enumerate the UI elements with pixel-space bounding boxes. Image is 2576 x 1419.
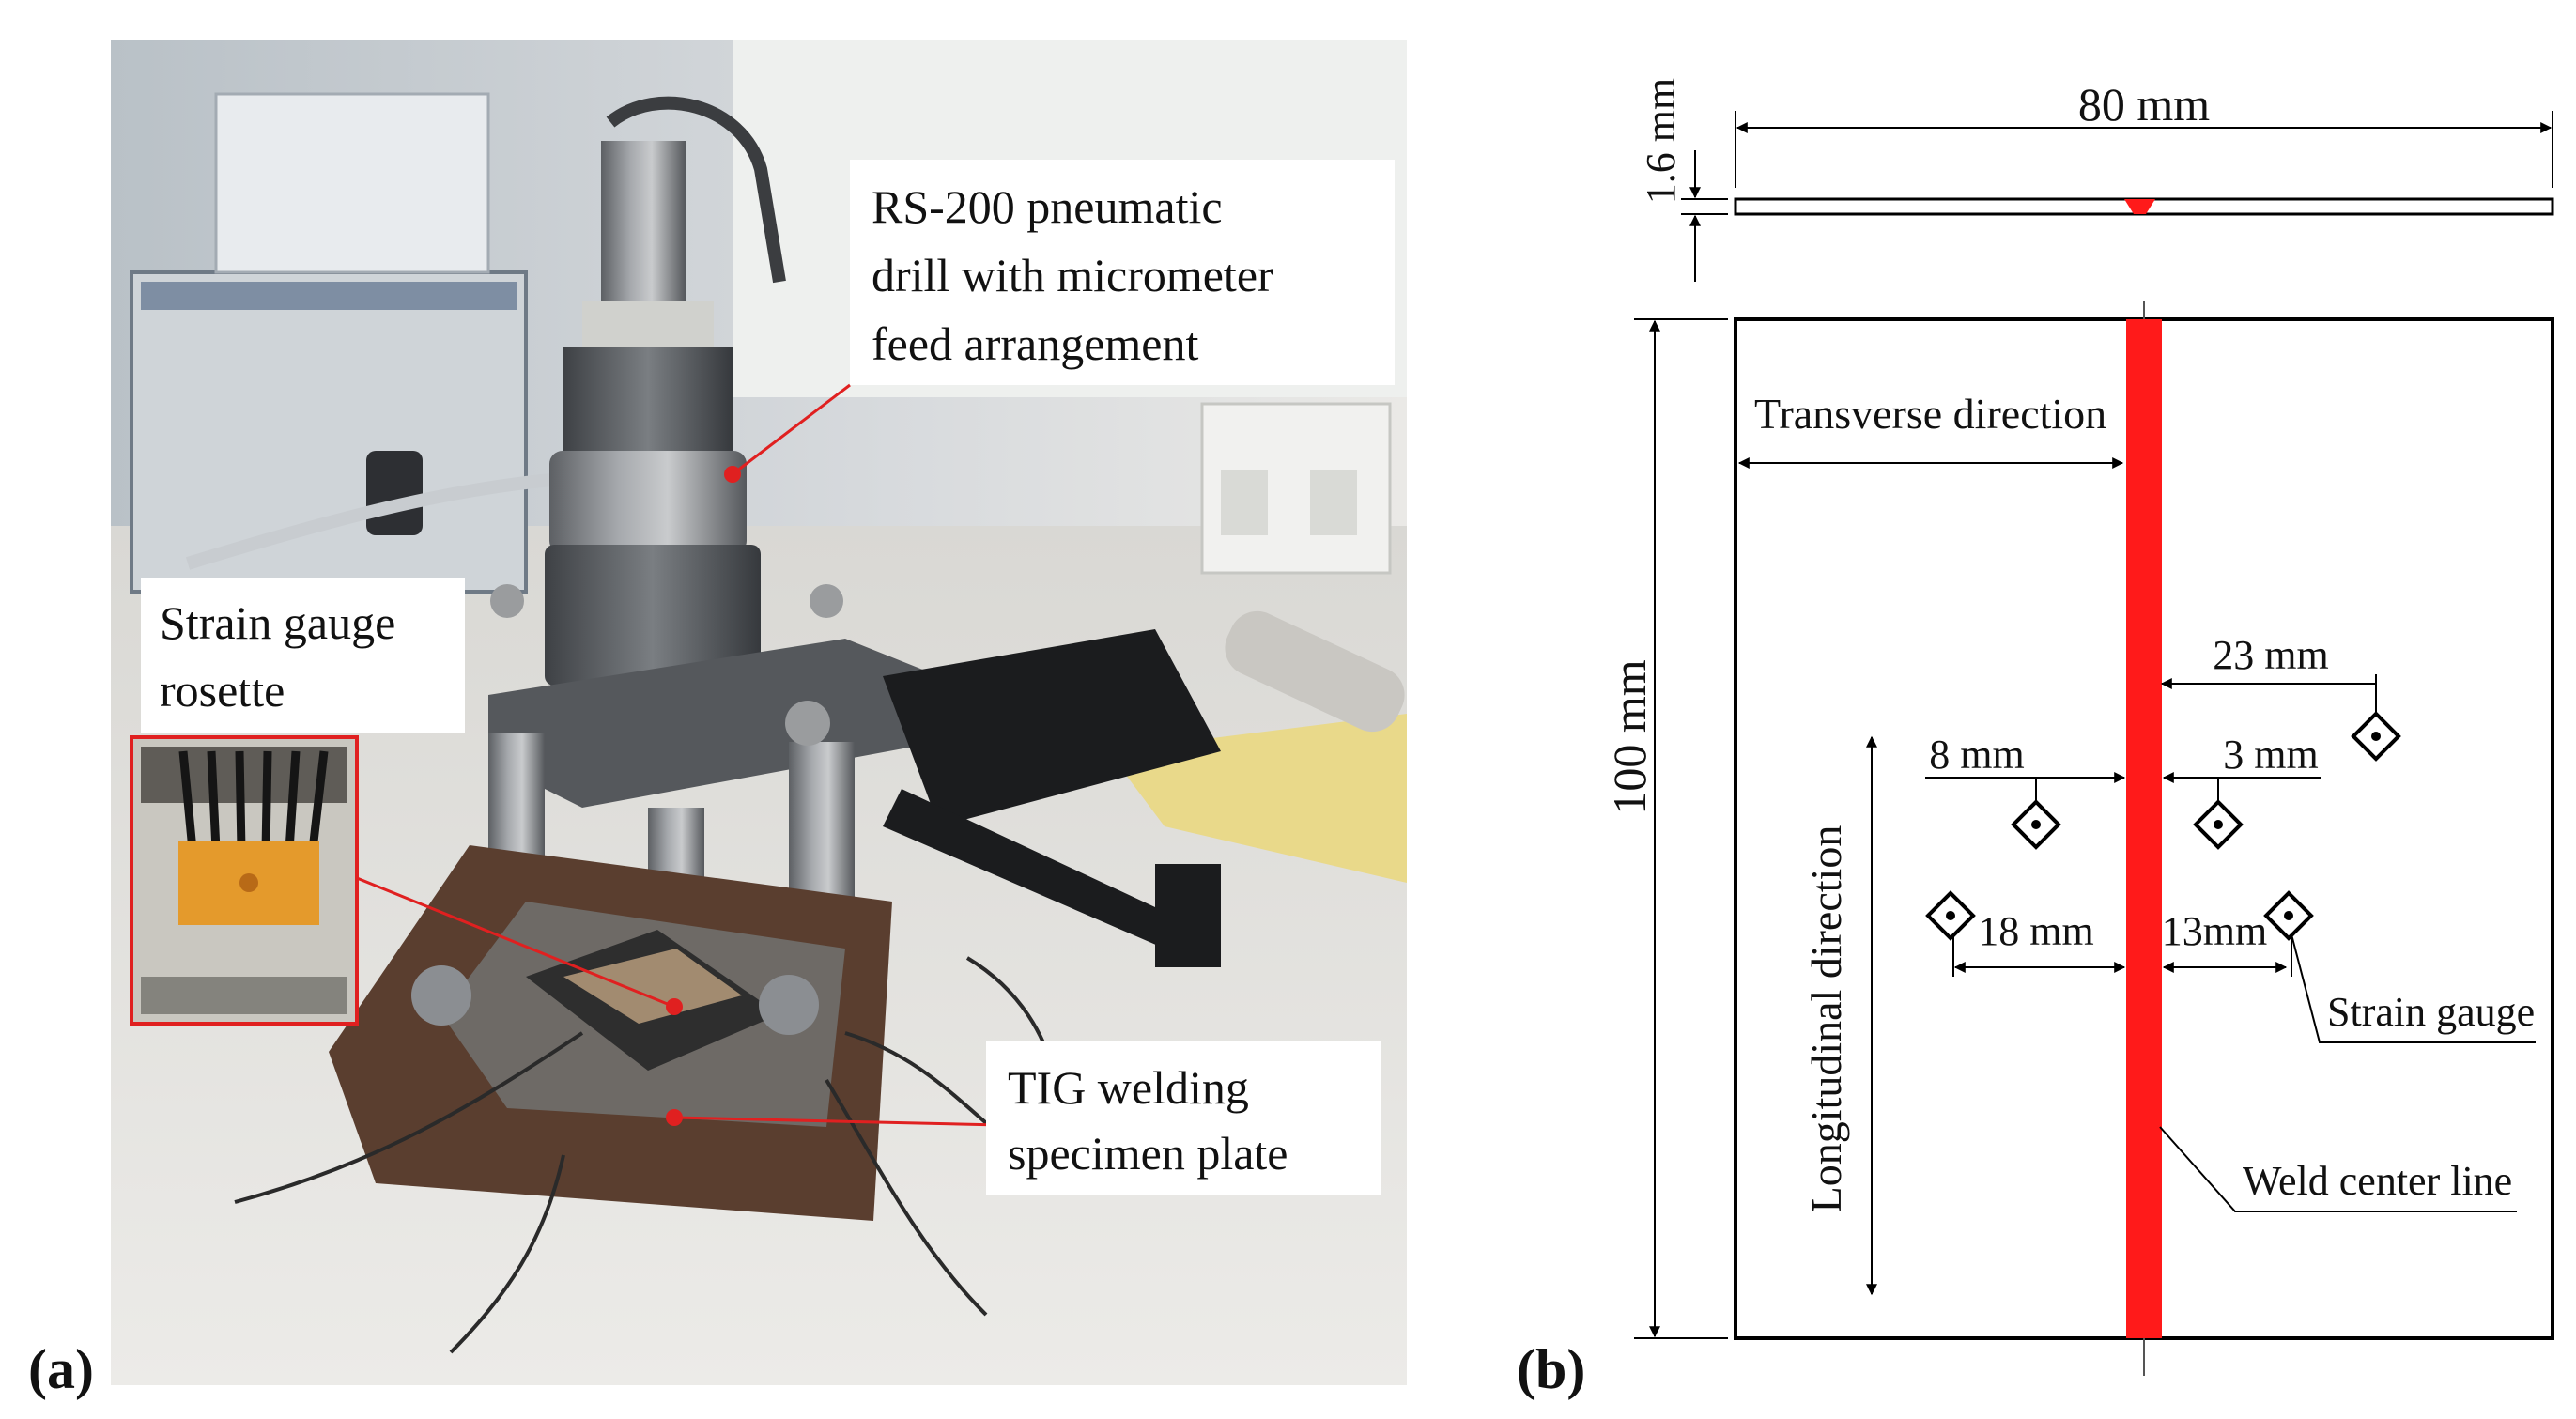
strain-gauge-23mm: [2351, 711, 2401, 762]
callout-rosette: Strain gauge rosette: [141, 578, 465, 733]
callout-rosette-line2: rosette: [160, 664, 285, 717]
dim-thickness-label: 1.6 mm: [1638, 78, 1684, 204]
strain-gauge-3mm: [2193, 799, 2244, 850]
transverse-label: Transverse direction: [1754, 390, 2106, 438]
dim-23-label: 23 mm: [2213, 632, 2328, 678]
strain-gauge-13mm: [2263, 890, 2314, 941]
strain-gauge-8mm: [2011, 799, 2061, 850]
dim-13-label: 13mm: [2162, 908, 2267, 954]
callout-dots: [666, 466, 741, 1126]
callout-specimen-line1: TIG welding: [1008, 1061, 1249, 1114]
dim-8-label: 8 mm: [1929, 732, 2024, 778]
callout-drill-line2: drill with micrometer: [872, 249, 1273, 301]
callout-drill: RS-200 pneumatic drill with micrometer f…: [850, 160, 1395, 385]
rosette-inset: [130, 735, 359, 1026]
dim-3-label: 3 mm: [2223, 732, 2318, 778]
dim-width-label: 80 mm: [2078, 78, 2210, 131]
data-logger: [130, 270, 528, 594]
dim-length-label: 100 mm: [1603, 659, 1656, 814]
weld-bead: [2126, 319, 2162, 1338]
weld-bead-cross-section: [2124, 199, 2155, 214]
callout-specimen-line2: specimen plate: [1008, 1127, 1288, 1180]
panel-b-label: (b): [1517, 1338, 1585, 1400]
schematic: 80 mm 1.6 mm 100 mm Transverse direction…: [1603, 78, 2554, 1376]
dim-18-label: 18 mm: [1978, 908, 2093, 954]
callout-specimen: TIG welding specimen plate: [986, 1041, 1381, 1195]
longitudinal-label: Longitudinal direction: [1802, 825, 1850, 1213]
callout-drill-line3: feed arrangement: [872, 317, 1198, 370]
strain-gauge-18mm: [1925, 890, 1976, 941]
callout-drill-line1: RS-200 pneumatic: [872, 180, 1223, 233]
callout-lines: [356, 383, 1001, 1127]
callout-rosette-line1: Strain gauge: [160, 596, 395, 649]
weld-line-label: Weld center line: [2243, 1158, 2512, 1204]
panel-a-label: (a): [28, 1338, 94, 1400]
strain-gauge-label: Strain gauge: [2327, 989, 2535, 1035]
